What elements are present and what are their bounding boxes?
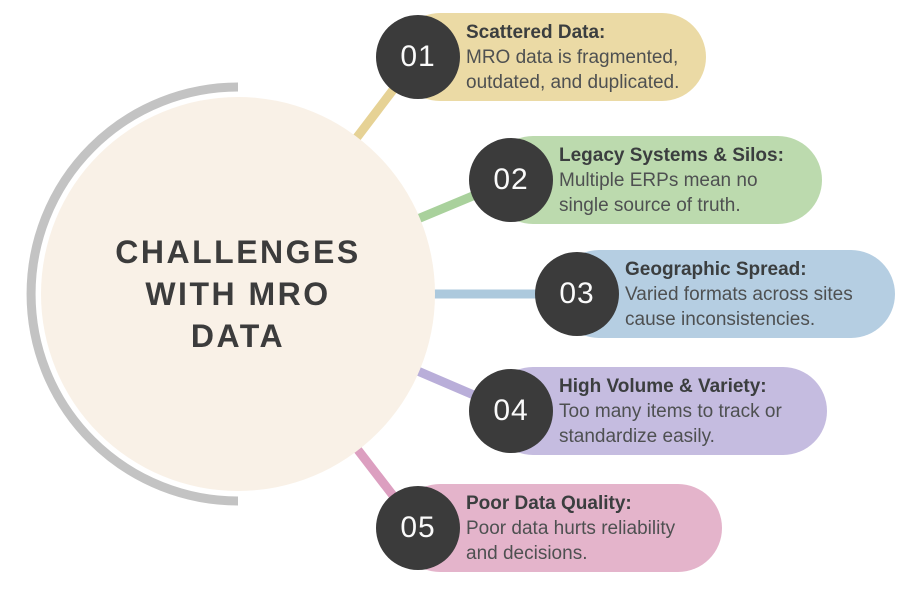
item-body-03: Varied formats across sites cause incons… — [625, 283, 853, 330]
item-number-01: 01 — [400, 40, 436, 73]
item-heading-04: High Volume & Variety: — [559, 375, 767, 397]
diagram-title-line: WITH MRO — [145, 275, 331, 312]
item-number-04: 04 — [493, 394, 529, 427]
item-number-05: 05 — [400, 511, 436, 544]
item-badge-02: 02 — [469, 138, 553, 222]
central-circle: CHALLENGES WITH MRO DATA — [41, 97, 435, 491]
item-pill-03: Geographic Spread: Varied formats across… — [555, 250, 895, 338]
item-body-04: Too many items to track or standardize e… — [559, 400, 782, 447]
item-badge-03: 03 — [535, 252, 619, 336]
item-number-02: 02 — [493, 163, 529, 196]
item-badge-04: 04 — [469, 369, 553, 453]
item-badge-01: 01 — [376, 15, 460, 99]
item-badge-05: 05 — [376, 486, 460, 570]
diagram-title-line: CHALLENGES — [115, 233, 361, 270]
item-pill-05: Poor Data Quality: Poor data hurts relia… — [396, 484, 722, 572]
item-body-01: MRO data is fragmented, outdated, and du… — [466, 46, 680, 93]
item-pill-02: Legacy Systems & Silos: Multiple ERPs me… — [489, 136, 822, 224]
diagram-title: CHALLENGES WITH MRO DATA — [115, 231, 360, 358]
item-body-02: Multiple ERPs mean no single source of t… — [559, 169, 758, 216]
item-heading-02: Legacy Systems & Silos: — [559, 144, 784, 166]
circle-shadow-arc — [26, 82, 239, 506]
diagram-title-line: DATA — [190, 318, 286, 355]
item-body-05: Poor data hurts reliability and decision… — [466, 517, 676, 564]
item-heading-05: Poor Data Quality: — [466, 492, 632, 514]
item-number-03: 03 — [559, 277, 595, 310]
item-heading-03: Geographic Spread: — [625, 258, 807, 280]
item-heading-01: Scattered Data: — [466, 21, 606, 43]
